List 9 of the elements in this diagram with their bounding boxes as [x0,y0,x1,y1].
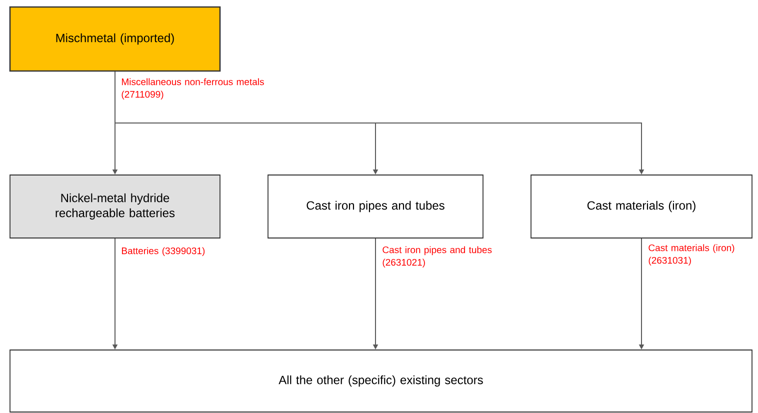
edge-label: Batteries (3399031) [122,247,205,256]
edge-label: Cast materials (iron) (2631031) [648,244,734,266]
edge-label: Cast iron pipes and tubes (2631021) [382,246,492,268]
product-box: Nickel-metal hydride rechargeable batteries [10,174,220,238]
product-box: Cast iron pipes and tubes [268,174,484,238]
edge-label: Miscellaneous non-ferrous metals (2711099) [122,78,264,100]
source-box: Mischmetal (imported) [9,6,221,72]
product-box: Cast materials (iron) [530,174,752,238]
sector-box: All the other (specific) existing sectors [10,350,752,412]
